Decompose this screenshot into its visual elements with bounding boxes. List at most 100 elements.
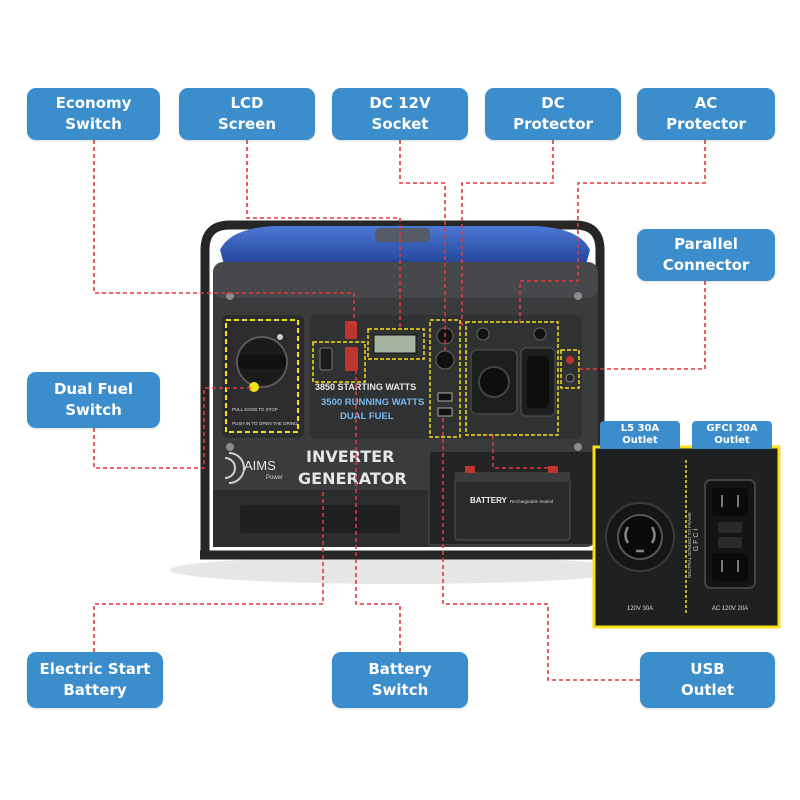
frame-tube (200, 220, 605, 555)
callout-usb-outlet: USB Outlet (640, 652, 775, 708)
callout-electric-start-battery-line2: Battery (63, 681, 127, 699)
inset-gfci-label: AC 120V 20A (712, 606, 748, 612)
leader-lines (93, 140, 706, 681)
brand-name: AIMS (244, 458, 276, 473)
inset-gfci-letters: G F C I (693, 529, 700, 552)
ground-shadow (170, 556, 630, 584)
screw (226, 292, 234, 300)
leader-electric-start (93, 490, 324, 652)
ac-protector-knob (533, 327, 547, 341)
screw (574, 292, 582, 300)
parallel-terminal (565, 373, 575, 383)
battery-sub: Rechargeable Sealed (510, 499, 554, 504)
parallel-terminal (566, 356, 574, 364)
usb-port (437, 392, 453, 402)
leader-dual-fuel (93, 387, 254, 469)
generator: PULL KNOB TO STOP PUSH IN TO OPEN THE GR… (170, 220, 630, 584)
leader-usb (442, 416, 640, 681)
housing-top-band (213, 262, 598, 298)
callout-economy-switch-line2: Switch (65, 115, 122, 133)
battery-terminal (548, 466, 558, 473)
screw (226, 443, 234, 451)
inset-l5-slots (624, 526, 656, 553)
gfci-outlet-socket (527, 356, 549, 408)
screw (574, 443, 582, 451)
callout-dual-fuel-switch-line1: Dual Fuel (53, 380, 134, 398)
battery-top (455, 472, 570, 482)
dual-fuel-text: DUAL FUEL (340, 411, 394, 422)
usb-port (437, 407, 453, 417)
l5-outlet-socket (478, 366, 510, 398)
battery-terminal (465, 466, 475, 473)
battery (454, 477, 571, 541)
inset-tag-l5-line2: Outlet (622, 435, 658, 446)
inset-tag-gfci-line1: GFCI 20A (706, 423, 758, 434)
fuel-cap (375, 228, 430, 242)
leader-dc-protector (461, 140, 554, 328)
running-watts: 3500 RUNNING WATTS (321, 397, 424, 408)
callout-dual-fuel-switch: Dual Fuel Switch (27, 372, 160, 428)
callout-lcd-screen-line1: LCD (230, 94, 264, 112)
fuel-selector-lever (238, 355, 286, 369)
callout-dc-socket-line2: Socket (371, 115, 429, 133)
callout-economy-switch-line1: Economy (55, 94, 132, 112)
outlet-inset: G F C I NEUTRAL BONDED TO FRAME 120V 30A… (592, 445, 781, 629)
starting-watts: 3850 STARTING WATTS (315, 382, 416, 392)
callout-ac-protector: AC Protector (637, 88, 775, 140)
ac-outlets-highlight (465, 321, 559, 436)
fuel-note-1: PULL KNOB TO STOP (232, 407, 278, 412)
callout-electric-start-battery-line1: Electric Start (39, 660, 151, 678)
inset-l5-label: 120V 30A (627, 606, 653, 612)
leader-parallel (579, 281, 706, 370)
economy-dot (277, 334, 283, 340)
callout-ac-protector-line2: Protector (666, 115, 746, 133)
callout-electric-start-battery: Electric Start Battery (27, 652, 163, 708)
ac-protector-knob (476, 327, 490, 341)
callout-usb-outlet-line1: USB (690, 660, 725, 678)
callout-dc-socket-line1: DC 12V (369, 94, 431, 112)
aims-logo-icon (224, 452, 245, 484)
fuel-switch-dot (249, 382, 259, 392)
callout-usb-outlet-line2: Outlet (680, 681, 735, 699)
leader-economy (93, 140, 355, 325)
battery-label: BATTERY (470, 496, 508, 505)
callout-dc-protector-line1: DC (541, 94, 565, 112)
inset-gfci-slots (721, 495, 739, 572)
callout-dc-protector-line2: Protector (513, 115, 593, 133)
callout-parallel-connector-line2: Connector (662, 256, 750, 274)
callout-lcd-screen: LCD Screen (179, 88, 315, 140)
inset-tag-l5-line1: L5 30A (620, 423, 660, 434)
leader-battery-switch (355, 371, 401, 652)
inset-gfci-plug-top (712, 488, 748, 516)
dc-socket (435, 350, 455, 370)
switch-highlight (312, 341, 366, 383)
inset-tag-gfci-line2: Outlet (714, 435, 750, 446)
fuel-tank (220, 226, 590, 268)
callout-battery-switch-line1: Battery (368, 660, 432, 678)
inset-tag-l5: L5 30A Outlet (600, 421, 680, 449)
callout-lcd-screen-line2: Screen (217, 115, 277, 133)
inset-tag-gfci: GFCI 20A Outlet (692, 421, 772, 449)
callout-battery-switch: Battery Switch (332, 652, 468, 708)
inset-neutral-label: NEUTRAL BONDED TO FRAME (687, 512, 692, 578)
lcd-display (373, 334, 417, 354)
brand-sub: Power (266, 475, 283, 481)
lower-vent (240, 505, 400, 533)
leader-ac-protector (519, 140, 706, 322)
inset-gfci-reset (718, 537, 742, 548)
callout-parallel-connector: Parallel Connector (637, 229, 775, 281)
callout-battery-switch-line2: Switch (371, 681, 429, 699)
lcd-screen (367, 328, 425, 360)
inset-l5-socket (617, 514, 663, 560)
inset-gfci-test (718, 522, 742, 533)
leader-lcd (246, 140, 401, 329)
leader-dc-socket (399, 140, 446, 351)
callout-dc-socket: DC 12V Socket (332, 88, 468, 140)
title-line-1: INVERTER (306, 447, 394, 466)
aux-switch (319, 347, 333, 371)
inset-gfci-plug-bottom (712, 553, 748, 581)
fuel-note-2: PUSH IN TO OPEN THE GRIND (232, 421, 298, 426)
title-line-2: GENERATOR (298, 469, 407, 488)
callout-parallel-connector-line1: Parallel (674, 235, 738, 253)
